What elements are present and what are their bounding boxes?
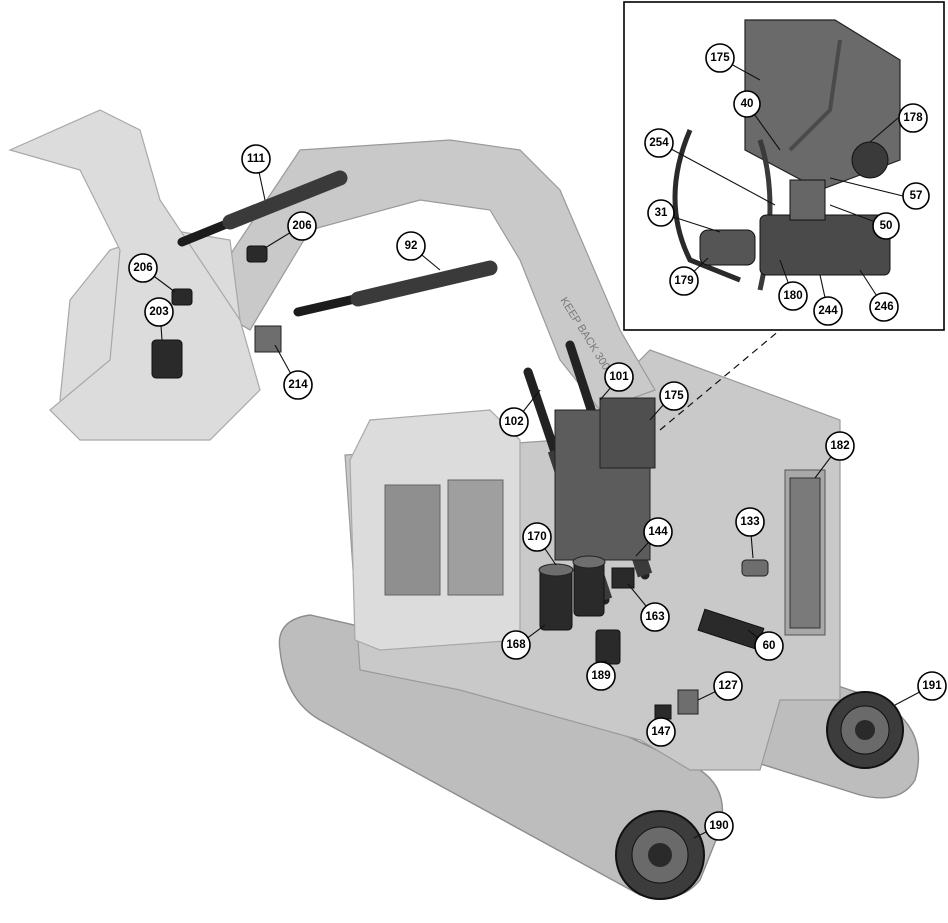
highlighted-parts — [151, 170, 904, 900]
svg-text:127: 127 — [718, 680, 737, 692]
part-203 — [151, 339, 183, 379]
part-133 — [741, 559, 769, 577]
inset-filter-cap — [851, 141, 889, 179]
inset-leader — [659, 329, 781, 431]
svg-text:60: 60 — [763, 640, 776, 652]
inset-callout-180: 180 — [778, 281, 808, 311]
svg-text:189: 189 — [591, 670, 610, 682]
part-163 — [611, 567, 635, 589]
svg-text:206: 206 — [292, 220, 311, 232]
callout-182: 182 — [825, 431, 855, 461]
callout-214: 214 — [283, 370, 313, 400]
svg-text:144: 144 — [648, 526, 668, 538]
svg-text:175: 175 — [710, 52, 730, 64]
svg-text:102: 102 — [504, 416, 523, 428]
part-182 — [789, 477, 821, 629]
inset-callout-244: 244 — [813, 296, 843, 326]
inset-callout-40: 40 — [733, 90, 761, 118]
swing-motors — [538, 555, 606, 631]
inset-hose-left — [672, 129, 741, 283]
svg-text:178: 178 — [903, 112, 923, 124]
svg-text:111: 111 — [247, 153, 266, 165]
svg-text:180: 180 — [783, 290, 802, 302]
callout-147: 147 — [646, 717, 676, 747]
svg-text:175: 175 — [664, 390, 684, 402]
svg-text:50: 50 — [880, 220, 893, 232]
callout-206-upper: 206 — [287, 211, 317, 241]
inset-callout-179: 179 — [669, 266, 699, 296]
svg-text:92: 92 — [405, 240, 418, 252]
inset-callout-254: 254 — [644, 128, 674, 158]
callout-163: 163 — [640, 602, 670, 632]
callout-60: 60 — [754, 631, 784, 661]
callout-168: 168 — [501, 630, 531, 660]
callout-175: 175 — [659, 381, 689, 411]
callout-111: 111 — [241, 144, 271, 174]
callout-127: 127 — [713, 671, 743, 701]
callout-133: 133 — [735, 507, 765, 537]
cab-door — [447, 479, 504, 596]
part-206-upper — [246, 245, 268, 263]
part-147 — [654, 704, 672, 720]
inset-callout-178: 178 — [898, 103, 928, 133]
svg-text:191: 191 — [922, 680, 942, 692]
inset-motor — [699, 229, 756, 266]
callout-92: 92 — [396, 231, 426, 261]
svg-text:163: 163 — [645, 611, 664, 623]
inset-callout-31: 31 — [647, 199, 675, 227]
part-206-lower — [171, 288, 193, 306]
callout-170: 170 — [522, 522, 552, 552]
sprocket-190 — [615, 810, 705, 900]
svg-text:246: 246 — [874, 301, 893, 313]
svg-text:214: 214 — [288, 379, 308, 391]
svg-text:206: 206 — [133, 262, 152, 274]
callout-191: 191 — [917, 671, 947, 701]
inset-valve — [789, 179, 826, 221]
callout-101: 101 — [604, 362, 634, 392]
callout-190: 190 — [704, 811, 734, 841]
left-track — [278, 614, 724, 899]
svg-text:170: 170 — [527, 531, 546, 543]
callout-189: 189 — [586, 661, 616, 691]
svg-text:133: 133 — [740, 516, 759, 528]
svg-text:57: 57 — [910, 190, 923, 202]
sprocket-191 — [826, 691, 904, 769]
inset-pipe — [788, 39, 842, 152]
callout-144: 144 — [643, 517, 673, 547]
svg-text:147: 147 — [651, 726, 670, 738]
cab-window — [384, 484, 441, 596]
inset-callout-57: 57 — [902, 182, 930, 210]
inset-callout-246: 246 — [869, 292, 899, 322]
cylinder-111 — [177, 170, 348, 247]
svg-text:179: 179 — [674, 275, 693, 287]
cylinder-92 — [293, 260, 498, 317]
svg-text:31: 31 — [655, 207, 668, 219]
part-189 — [595, 629, 621, 665]
svg-text:168: 168 — [506, 639, 526, 651]
inset-pump-assembly — [759, 214, 891, 276]
inset-callout-175: 175 — [705, 43, 735, 73]
callout-203: 203 — [144, 297, 174, 327]
callout-102: 102 — [499, 407, 529, 437]
part-127 — [677, 689, 699, 715]
main-callouts: 111 206 206 92 203 214 102 101 175 182 1… — [128, 144, 947, 841]
svg-text:190: 190 — [709, 820, 728, 832]
svg-text:101: 101 — [609, 371, 629, 383]
callout-206-lower: 206 — [128, 253, 158, 283]
svg-text:254: 254 — [649, 137, 669, 149]
inset-callout-50: 50 — [872, 212, 900, 240]
part-175-tank — [599, 397, 656, 469]
svg-text:182: 182 — [830, 440, 849, 452]
svg-text:203: 203 — [149, 306, 168, 318]
inset-detail: 175 40 178 254 57 31 50 179 180 244 246 — [623, 1, 945, 331]
svg-text:244: 244 — [818, 305, 838, 317]
svg-text:40: 40 — [741, 98, 754, 110]
